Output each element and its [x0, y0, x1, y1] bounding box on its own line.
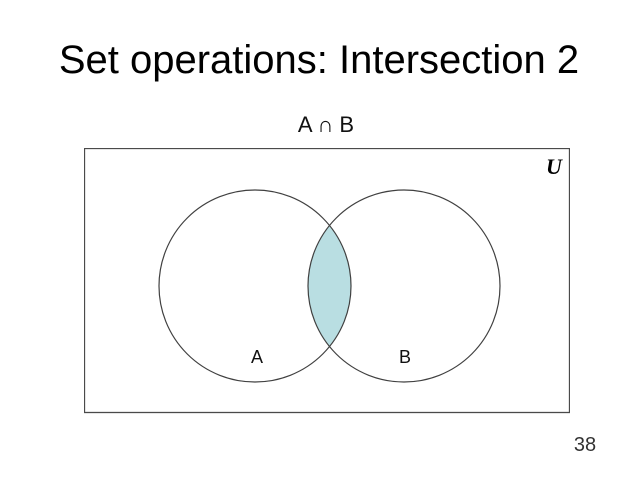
set-a-circle — [158, 189, 352, 383]
universe-label: U — [546, 154, 563, 179]
page-number: 38 — [573, 434, 597, 456]
intersection-region — [308, 225, 351, 347]
venn-diagram: U A B — [84, 148, 570, 414]
set-a-label: A — [251, 347, 263, 367]
set-b-circle — [307, 189, 501, 383]
set-b-label: B — [399, 347, 411, 367]
intersection-expression-label: A ∩ B — [297, 112, 355, 137]
universe-rectangle — [84, 148, 570, 414]
slide-title: Set operations: Intersection 2 — [58, 38, 580, 82]
